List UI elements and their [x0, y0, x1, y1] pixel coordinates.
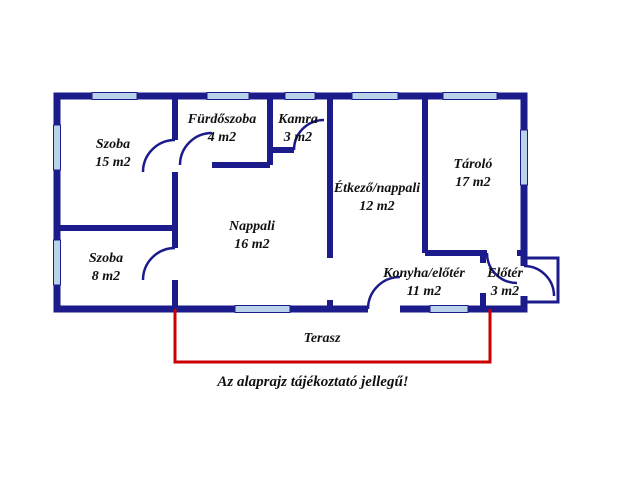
room-name-etkezo-nappali: Étkező/nappali: [333, 179, 420, 196]
window-szoba-15-left: [53, 124, 61, 171]
window-szoba-15-top: [91, 92, 138, 100]
room-area-konyha-eloter: 11 m2: [407, 284, 442, 299]
door-arc-tarolo: [485, 252, 518, 285]
door-arc-szoba-15: [141, 138, 176, 173]
door-arc-terasz-entry: [366, 275, 401, 310]
room-labels: Szoba 15 m2 Fürdőszoba 4 m2 Kamra 3 m2 T…: [89, 112, 524, 390]
window-konyha-bottom: [429, 305, 469, 313]
window-szoba-8-left: [53, 239, 61, 286]
room-name-furdoszoba: Fürdőszoba: [187, 112, 256, 127]
room-name-eloter: Előtér: [486, 266, 523, 281]
room-name-konyha-eloter: Konyha/előtér: [382, 266, 465, 281]
room-area-etkezo-nappali: 12 m2: [359, 199, 394, 214]
room-name-kamra: Kamra: [277, 112, 318, 127]
door-arc-szoba-8: [141, 246, 176, 281]
terrace-outline: [173, 309, 492, 364]
room-area-furdoszoba: 4 m2: [207, 130, 236, 145]
door-arc-furdoszoba: [178, 131, 213, 166]
windows: [53, 92, 528, 313]
window-kamra-top: [284, 92, 316, 100]
window-etkezo-top: [351, 92, 399, 100]
room-name-tarolo: Tároló: [454, 157, 493, 172]
room-name-szoba-15: Szoba: [96, 137, 130, 152]
room-area-eloter: 3 m2: [490, 284, 519, 299]
room-area-szoba-15: 15 m2: [95, 155, 130, 170]
door-arc-kamra: [292, 118, 325, 151]
room-area-kamra: 3 m2: [283, 130, 312, 145]
room-name-nappali: Nappali: [228, 219, 275, 234]
entry-step-outline: [524, 256, 560, 304]
door-arcs: [141, 118, 560, 310]
room-area-nappali: 16 m2: [234, 237, 269, 252]
disclaimer-text: Az alaprajz tájékoztató jellegű!: [216, 374, 408, 390]
room-name-szoba-8: Szoba: [89, 251, 123, 266]
window-tarolo-top: [442, 92, 498, 100]
window-furdoszoba-top: [206, 92, 250, 100]
door-arc-main-entry: [523, 264, 556, 297]
terrace-label: Terasz: [304, 331, 341, 346]
room-area-tarolo: 17 m2: [455, 175, 490, 190]
window-nappali-bottom: [234, 305, 291, 313]
window-tarolo-right: [520, 129, 528, 186]
room-area-szoba-8: 8 m2: [92, 269, 120, 284]
